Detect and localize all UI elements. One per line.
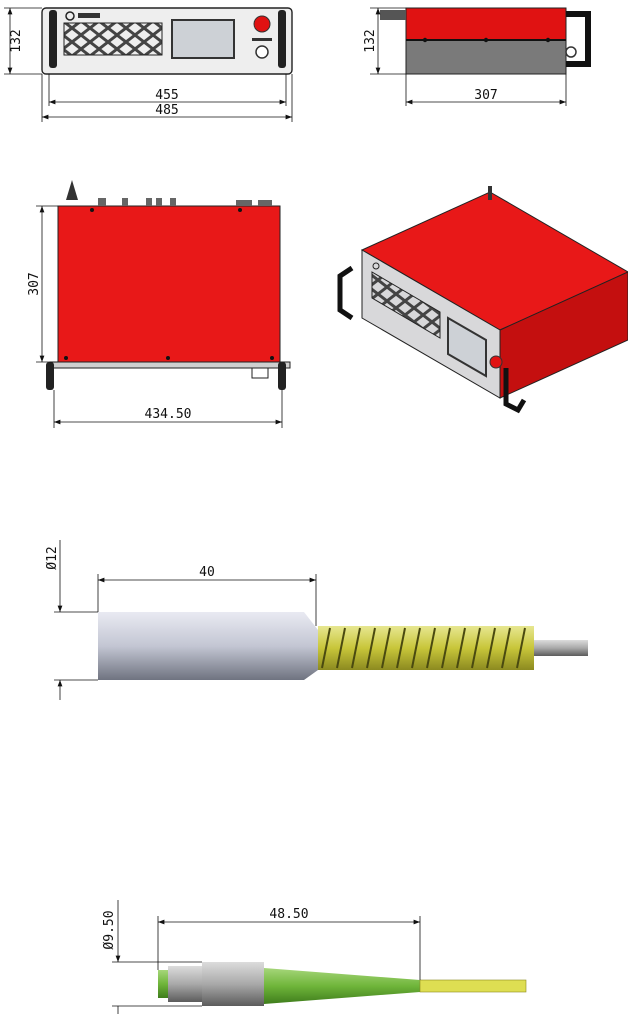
connector-b-diameter-label: Ø9.50 — [102, 910, 117, 949]
connector-a-body — [98, 612, 304, 680]
side-housing-top — [405, 7, 567, 41]
iso-right-handle — [503, 368, 527, 414]
connector-b-fiber-jacket — [419, 979, 527, 993]
side-view: 132 307 — [363, 7, 591, 106]
connector-a-cable — [534, 640, 588, 656]
top-depth-label: 307 — [27, 272, 42, 295]
iso-vent-grille — [371, 271, 441, 339]
iso-left-handle — [337, 265, 354, 321]
connector-a-drawing: Ø12 40 — [45, 540, 588, 700]
top-cable-gland — [66, 180, 78, 200]
connector-b-collar — [168, 966, 202, 1002]
right-handle — [278, 10, 286, 68]
connector-b-nut — [202, 962, 264, 1006]
logo-icon — [65, 11, 75, 21]
connector-a-taper — [304, 612, 318, 680]
display-screen — [171, 19, 235, 59]
front-outer-width-label: 485 — [155, 103, 178, 118]
connector-b-boot — [264, 968, 420, 1004]
left-handle — [49, 10, 57, 68]
front-height-label: 132 — [9, 29, 24, 52]
side-depth-label: 307 — [474, 88, 497, 103]
top-front-panel-edge — [49, 361, 291, 369]
key-switch-icon — [255, 45, 269, 59]
connector-b-drawing: Ø9.50 48.50 — [102, 900, 527, 1014]
connector-a-spiral — [321, 627, 526, 669]
top-right-handle — [278, 362, 286, 390]
rear-connector — [380, 10, 406, 20]
side-housing-bottom — [405, 39, 567, 75]
connector-a-diameter-label: Ø12 — [45, 546, 60, 569]
top-housing — [57, 205, 281, 363]
iso-emergency-stop-icon — [489, 355, 503, 369]
logo-mark — [78, 13, 100, 18]
stop-label-mark — [252, 38, 272, 41]
isometric-view — [337, 186, 628, 414]
side-knob-icon — [565, 46, 577, 58]
side-height-label: 132 — [363, 29, 378, 52]
front-inner-width-label: 455 — [155, 88, 178, 103]
side-handle — [566, 11, 591, 67]
emergency-stop-icon — [253, 15, 271, 33]
top-width-label: 434.50 — [145, 407, 192, 422]
iso-display-screen — [447, 316, 487, 378]
top-left-handle — [46, 362, 54, 390]
connector-b-ferrule-tip — [158, 970, 168, 998]
connector-a-length-label: 40 — [199, 565, 215, 580]
connector-a-armored-sleeve — [318, 626, 534, 670]
iso-antenna — [488, 186, 492, 200]
iso-logo-icon — [372, 262, 380, 270]
front-view: 132 455 485 — [4, 7, 293, 122]
top-view: 307 434.50 — [27, 180, 291, 428]
connector-b-length-label: 48.50 — [269, 907, 308, 922]
vent-grille — [63, 22, 163, 56]
top-knob — [251, 367, 269, 379]
